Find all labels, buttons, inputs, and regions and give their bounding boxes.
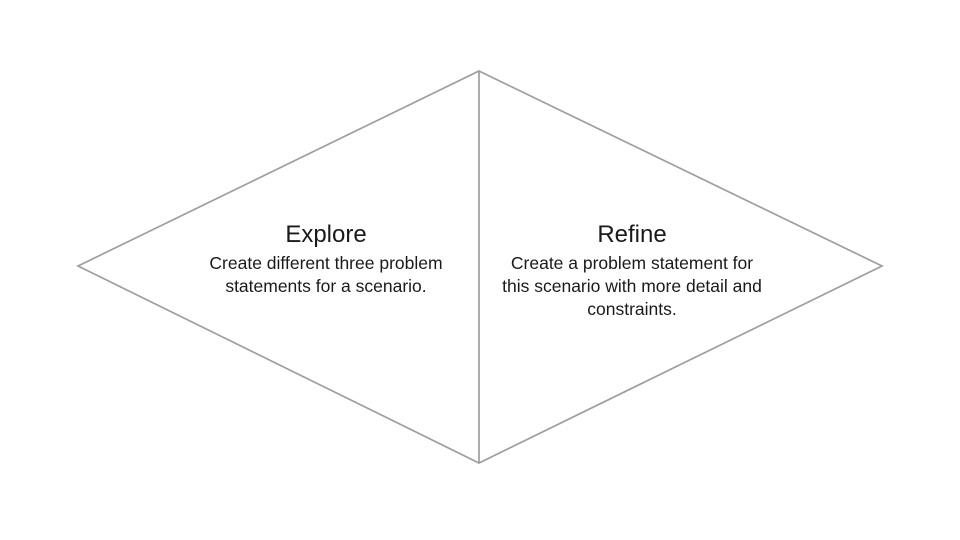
panel-refine-title: Refine bbox=[597, 221, 667, 248]
panel-explore-body: Create different three problem statement… bbox=[209, 253, 443, 296]
panel-refine: Refine Create a problem statement for th… bbox=[497, 220, 767, 321]
panel-explore: Explore Create different three problem s… bbox=[206, 220, 446, 298]
panel-explore-title: Explore bbox=[285, 221, 367, 248]
panel-refine-body: Create a problem statement for this scen… bbox=[502, 253, 762, 319]
